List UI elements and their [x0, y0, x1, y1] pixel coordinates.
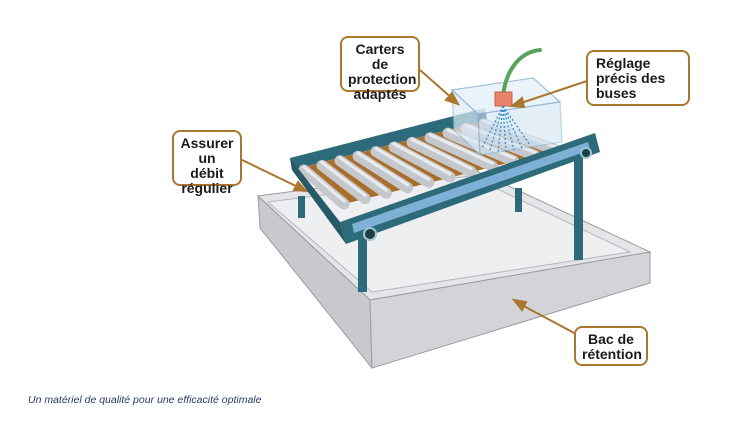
roller — [406, 136, 477, 178]
callout-carters: Carters de protection adaptés — [340, 36, 420, 102]
callout-reglage-line1: Réglage — [596, 55, 651, 71]
roller-highlight — [356, 151, 410, 187]
roller-highlight — [410, 137, 473, 171]
callout-bac: Bac de rétention — [574, 326, 648, 366]
roller — [298, 164, 350, 210]
callout-bac-line1: Bac de — [588, 331, 634, 347]
spray-jet — [502, 105, 515, 151]
callout-carters-line1: Carters de — [355, 41, 405, 72]
spray — [481, 105, 531, 153]
roller — [370, 146, 435, 188]
callout-assurer: Assurer un débit régulier — [172, 130, 242, 196]
callout-carters-line3: adaptés — [353, 86, 407, 102]
bolt-icon — [580, 147, 592, 159]
roller-highlight — [392, 142, 452, 176]
bolt-icon — [363, 227, 377, 241]
roller-highlight — [302, 165, 346, 203]
roller — [334, 155, 392, 199]
callout-reglage: Réglage précis des buses — [586, 50, 690, 106]
roller — [388, 141, 456, 183]
figure-caption: Un matériel de qualité pour une efficaci… — [28, 394, 262, 406]
back-rail — [290, 108, 487, 170]
callout-assurer-line2: un débit — [190, 150, 224, 181]
roller-highlight — [320, 160, 367, 198]
callout-reglage-line2: précis des — [596, 70, 666, 86]
roller-highlight — [338, 156, 388, 192]
leader-lines — [237, 69, 591, 335]
callout-assurer-line1: Assurer — [180, 135, 234, 151]
hose — [501, 48, 542, 100]
callout-assurer-line3: régulier — [181, 180, 233, 196]
roller — [424, 132, 498, 172]
callout-reglage-line3: buses — [596, 85, 637, 101]
front-rail — [340, 133, 600, 244]
roller — [352, 150, 414, 194]
roller-highlight — [374, 147, 431, 181]
callout-bac-line2: rétention — [582, 346, 642, 362]
protective-housing — [450, 77, 563, 157]
side-rail — [290, 158, 346, 244]
callout-carters-line2: protection — [348, 71, 417, 87]
roller-highlight — [428, 133, 494, 165]
table-legs — [298, 158, 583, 292]
spray-nozzle-icon — [494, 91, 513, 107]
roller — [316, 159, 371, 205]
